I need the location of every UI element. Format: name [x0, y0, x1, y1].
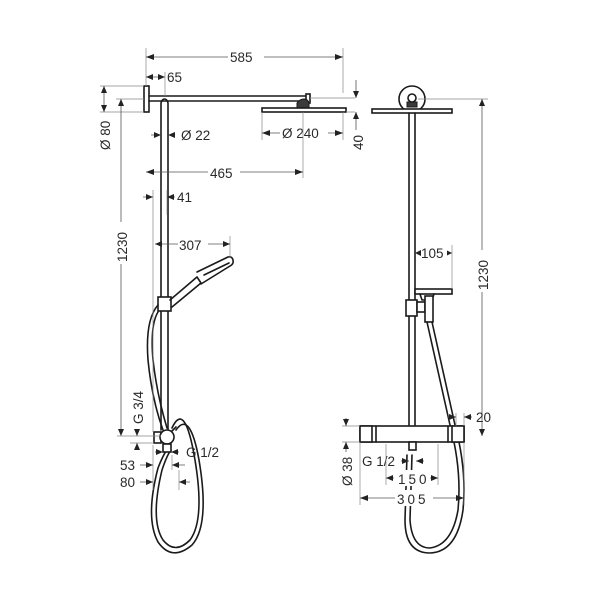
hand-shower-face — [203, 262, 230, 276]
arm-mount-base — [406, 101, 418, 108]
shower-hose-loop-outer — [155, 418, 200, 549]
shower-hose-outer — [146, 304, 164, 431]
rain-head-front — [371, 108, 453, 114]
dim-head-diameter: Ø 240 — [282, 126, 319, 141]
dim-pipe-diameter: Ø 22 — [181, 128, 210, 143]
dim-height-1230-side: 1230 — [115, 232, 130, 262]
arm-mount-ball — [407, 93, 417, 103]
front-view: 1230 105 20 Ø 38 G 1/2 150 — [340, 85, 491, 554]
dim-thermostat-width: 305 — [397, 492, 429, 507]
riser-pipe-front — [408, 112, 416, 426]
dim-outlet-thread-front: G 1/2 — [362, 454, 395, 469]
head-swivel-joint — [296, 98, 310, 109]
dim-flange-diameter: Ø 80 — [98, 121, 113, 150]
slider-bracket — [157, 296, 172, 312]
shelf — [414, 288, 453, 295]
front-hose-inner — [404, 321, 465, 554]
rain-shower-head — [261, 107, 347, 113]
diverter-body — [159, 429, 175, 445]
riser-pipe — [160, 98, 169, 431]
dim-inlet-thread: G 3/4 — [131, 390, 146, 424]
dim-connection-spacing: 150 — [398, 472, 430, 487]
dim-outlet-offset-80: 80 — [120, 475, 135, 490]
diverter-lever — [171, 426, 177, 432]
thermostat-right-knob — [451, 425, 465, 443]
outlet-spout — [162, 443, 172, 453]
dim-outlet-thread-side: G 1/2 — [186, 445, 219, 460]
dim-height-1230-front: 1230 — [476, 260, 491, 290]
dim-thermostat-diameter: Ø 38 — [340, 457, 355, 486]
thermostat-outlet — [408, 441, 417, 451]
dim-rail-offset: 41 — [177, 190, 192, 205]
shower-hose-inner — [151, 311, 168, 429]
dim-hand-shower-reach: 307 — [179, 238, 202, 253]
dim-arm-projection: 465 — [210, 166, 233, 181]
front-hand-shower — [424, 295, 434, 323]
dim-thermostat-offset: 20 — [476, 410, 491, 425]
hand-shower-head — [196, 256, 234, 285]
front-slider — [405, 299, 418, 317]
wall-flange — [143, 85, 150, 113]
shower-arm — [148, 95, 311, 102]
side-view: 585 65 Ø 80 1230 Ø 22 Ø 240 — [98, 48, 366, 554]
dim-head-height: 40 — [351, 135, 366, 150]
thermostat-left-knob — [359, 425, 373, 443]
dim-65: 65 — [167, 70, 182, 85]
hand-shower-handle — [169, 276, 202, 308]
front-hose-outer — [409, 321, 460, 549]
front-hand-holder — [416, 301, 426, 313]
dim-shelf-width: 105 — [421, 246, 444, 261]
dim-outlet-offset-53: 53 — [120, 458, 135, 473]
dim-585: 585 — [230, 50, 253, 65]
shower-hose-loop-inner — [150, 423, 204, 554]
